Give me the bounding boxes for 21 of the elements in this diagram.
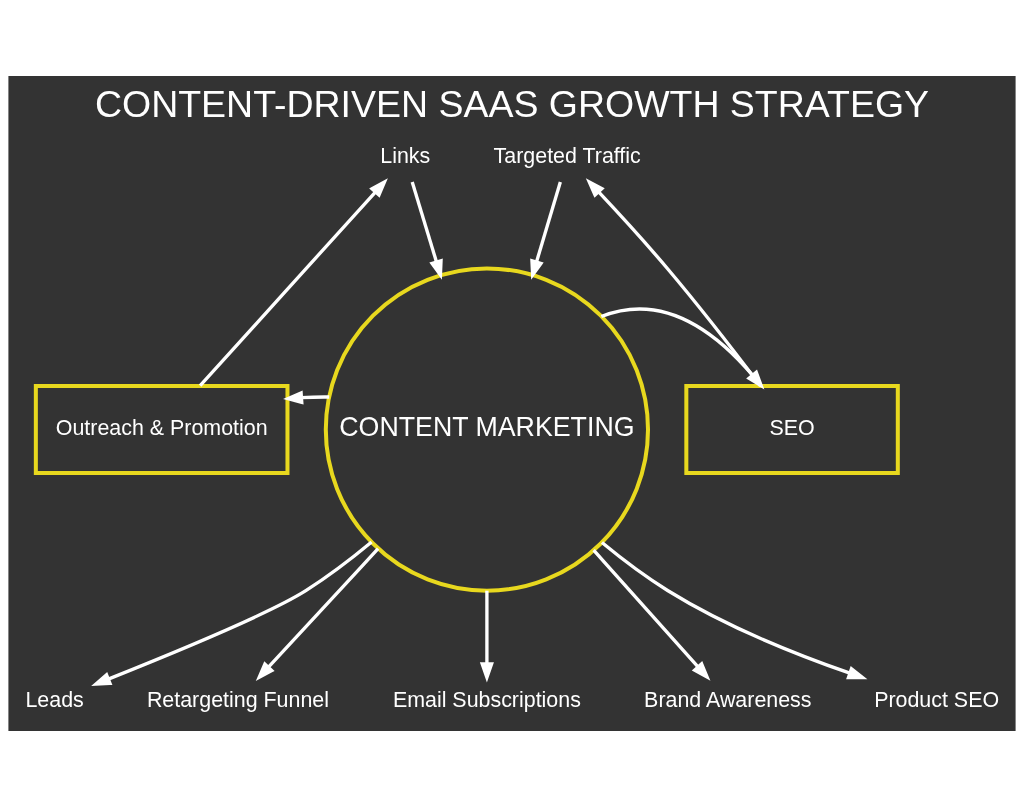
arrow xyxy=(410,181,443,280)
node-text: Leads xyxy=(25,687,84,712)
diagram-title: CONTENT-DRIVEN SAAS GROWTH STRATEGY xyxy=(94,82,930,125)
arrow xyxy=(479,590,494,683)
arrow xyxy=(530,181,562,280)
node-text: Product SEO xyxy=(874,687,1000,712)
arrow xyxy=(91,540,373,686)
arrow xyxy=(600,541,868,680)
node-text: Brand Awareness xyxy=(644,687,812,712)
arrow xyxy=(255,547,380,681)
arrow xyxy=(198,178,388,387)
arrow xyxy=(283,390,330,405)
node-box: SEO xyxy=(684,384,900,476)
arrow xyxy=(585,178,762,387)
node-text: Retargeting Funnel xyxy=(146,687,329,712)
node-box: Outreach & Promotion xyxy=(33,384,290,476)
arrow xyxy=(592,549,711,681)
node-text: Email Subscriptions xyxy=(392,687,581,712)
node-text: Targeted Traffic xyxy=(493,143,641,168)
node-circle: CONTENT MARKETING xyxy=(323,266,650,593)
node-text: Links xyxy=(380,143,431,168)
